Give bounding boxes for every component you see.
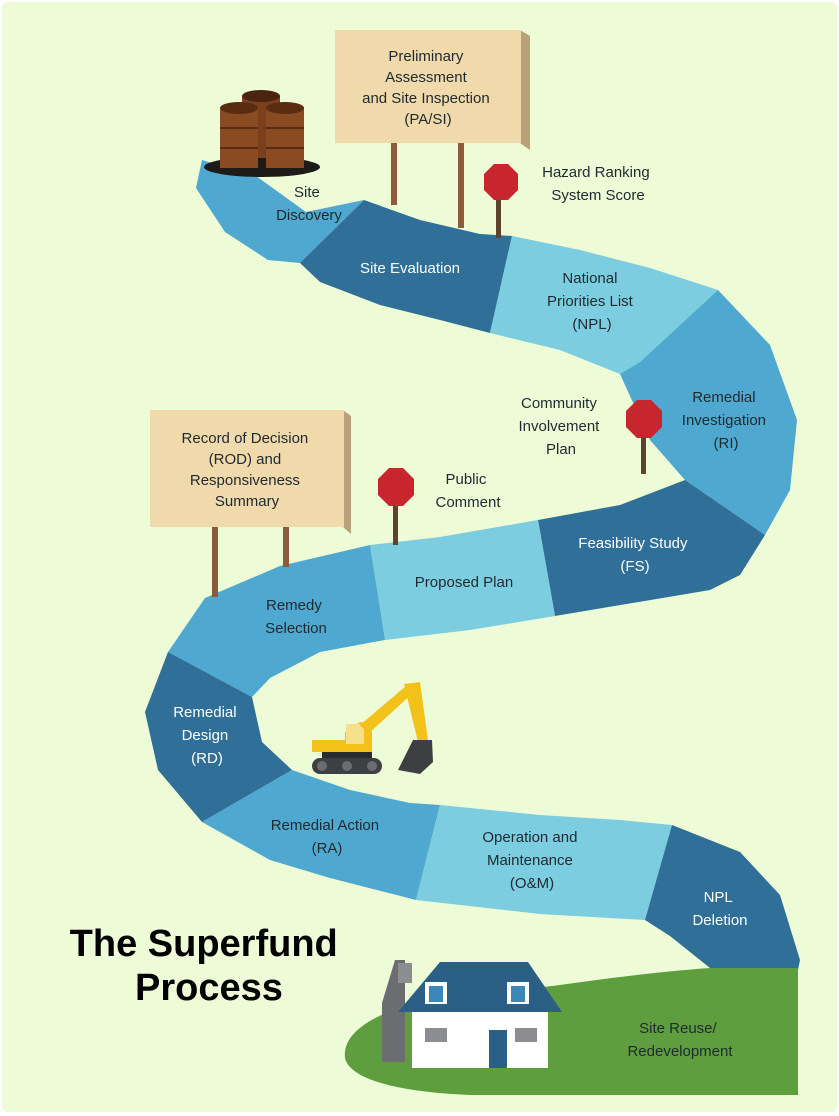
step-label-remedial-action: Remedial Action (RA) (271, 817, 384, 857)
step-line: Remedial (173, 704, 236, 721)
step-label-operation-maintenance: Operation and Maintenance (O&M) (482, 829, 581, 892)
step-line: Priorities List (547, 293, 634, 310)
step-label-remedial-design: Remedial Design (RD) (173, 704, 241, 767)
stop-sign-icon (484, 164, 518, 238)
road-segment-remedial-design (145, 652, 292, 822)
step-line: (NPL) (572, 316, 611, 333)
step-label-npl-deletion: NPL Deletion (692, 889, 747, 929)
sign-rod-line-2: (ROD) and (209, 451, 282, 468)
step-line: Proposed Plan (415, 574, 513, 591)
stop-line: Plan (546, 441, 576, 458)
step-label-npl: National Priorities List (NPL) (547, 270, 637, 333)
sign-rod-text: Record of Decision (ROD) and Responsiven… (182, 430, 313, 510)
diagram-title: The Superfund Process (70, 923, 349, 1009)
stop-label-community: Community Involvement Plan (518, 395, 603, 458)
step-line: Maintenance (487, 852, 573, 869)
sign-pa-si: Preliminary Assessment and Site Inspecti… (335, 30, 530, 228)
step-line: Feasibility Study (578, 535, 688, 552)
sign-pa-si-line-1: Preliminary (388, 48, 464, 65)
step-line: Operation and (482, 829, 577, 846)
oil-barrels-icon (204, 90, 320, 177)
sign-rod: Record of Decision (ROD) and Responsiven… (150, 410, 351, 597)
sign-pa-si-text: Preliminary Assessment and Site Inspecti… (362, 48, 494, 128)
stop-line: Comment (435, 494, 501, 511)
road-segment-remedial-action (202, 770, 440, 900)
step-line: Selection (265, 620, 327, 637)
road-segment-npl (490, 236, 718, 374)
step-line: (O&M) (510, 875, 554, 892)
house-icon (382, 960, 562, 1068)
step-line: Site (294, 184, 320, 201)
sign-pa-si-line-2: Assessment (385, 69, 468, 86)
road-segment-npl-deletion (645, 825, 800, 970)
road-segment-site-discovery (196, 160, 364, 263)
step-label-site-discovery: Site Discovery (276, 184, 342, 224)
stop-label-hrs: Hazard Ranking System Score (542, 164, 654, 204)
step-line: Investigation (682, 412, 766, 429)
sign-rod-line-1: Record of Decision (182, 430, 309, 447)
stop-line: Public (445, 471, 486, 488)
step-line: (RD) (191, 750, 223, 767)
step-line: Remedy (266, 597, 322, 614)
stop-sign-icon (626, 400, 662, 474)
step-line: Discovery (276, 207, 342, 224)
road-segment-site-evaluation (300, 200, 512, 333)
sign-rod-line-3: Responsiveness (190, 472, 300, 489)
step-label-remedy-selection: Remedy Selection (265, 597, 327, 637)
step-line: NPL (704, 889, 733, 906)
sign-rod-line-4: Summary (215, 493, 280, 510)
sign-pa-si-line-4: (PA/SI) (404, 111, 451, 128)
stop-line: System Score (551, 187, 644, 204)
stop-line: Hazard Ranking (542, 164, 650, 181)
step-line: National (562, 270, 617, 287)
step-label-site-evaluation: Site Evaluation (360, 260, 460, 277)
step-label-site-reuse: Site Reuse/ Redevelopment (627, 1020, 733, 1060)
step-line: (FS) (620, 558, 649, 575)
step-line: Design (182, 727, 229, 744)
stop-label-public-comment: Public Comment (435, 471, 501, 511)
step-line: Deletion (692, 912, 747, 929)
step-line: Site Evaluation (360, 260, 460, 277)
stop-line: Involvement (518, 418, 600, 435)
step-line: Redevelopment (627, 1043, 733, 1060)
road-segment-operation-maintenance (416, 805, 672, 920)
title-line-2: Process (135, 967, 283, 1009)
road-segment-feasibility-study (538, 480, 765, 616)
step-label-feasibility-study: Feasibility Study (FS) (578, 535, 691, 575)
sign-pa-si-line-3: and Site Inspection (362, 90, 490, 107)
step-line: Remedial Action (271, 817, 379, 834)
title-line-1: The Superfund (70, 923, 338, 965)
road-segment-proposed-plan (370, 520, 555, 640)
step-line: Site Reuse/ (639, 1020, 717, 1037)
step-line: (RI) (714, 435, 739, 452)
step-line: (RA) (312, 840, 343, 857)
excavator-icon (312, 682, 433, 774)
road (145, 160, 800, 970)
step-line: Remedial (692, 389, 755, 406)
road-segment-remedial-investigation (620, 290, 797, 535)
step-label-remedial-investigation: Remedial Investigation (RI) (682, 389, 770, 452)
road-segment-remedy-selection (168, 545, 385, 697)
step-label-proposed-plan: Proposed Plan (415, 574, 513, 591)
stop-line: Community (521, 395, 597, 412)
stop-sign-icon (378, 468, 414, 545)
